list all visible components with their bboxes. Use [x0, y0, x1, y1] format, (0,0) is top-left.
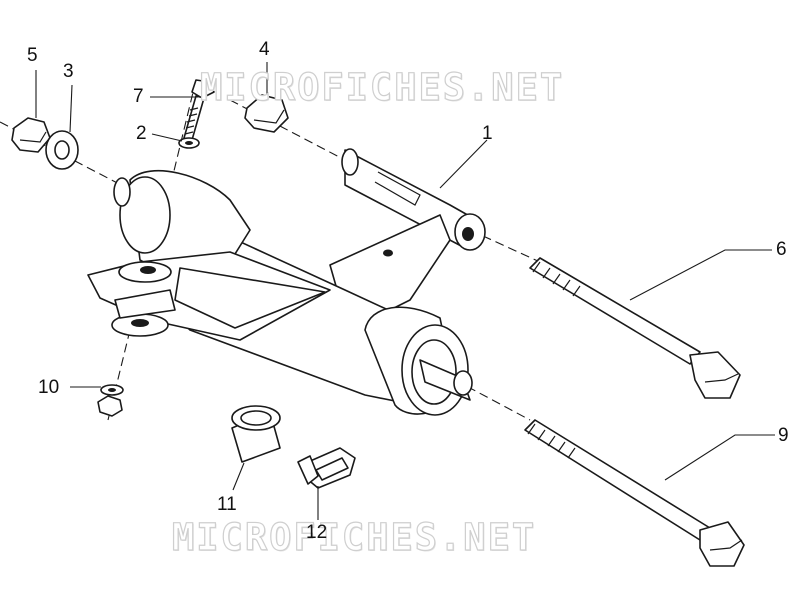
part-label-3: 3 — [63, 61, 74, 82]
part-label-9: 9 — [778, 425, 789, 446]
watermark-top: MICROFICHES.NET — [199, 65, 565, 109]
leader-lines — [35, 62, 775, 520]
bolt-9 — [524, 419, 745, 567]
washer-2 — [178, 137, 200, 149]
part-label-4: 4 — [259, 39, 270, 60]
clip-12 — [297, 447, 356, 489]
part-label-6: 6 — [776, 239, 787, 260]
swing-arm — [87, 148, 486, 416]
part-label-12: 12 — [306, 522, 328, 543]
part-label-2: 2 — [136, 123, 147, 144]
watermark-bottom: MICROFICHES.NET — [171, 515, 537, 559]
part-label-11: 11 — [217, 494, 237, 515]
part-label-10: 10 — [38, 377, 60, 398]
nut-4 — [244, 94, 289, 133]
part-label-1: 1 — [482, 123, 493, 144]
part-label-5: 5 — [27, 45, 38, 66]
nut-5 — [11, 117, 51, 153]
bushing-11 — [231, 405, 281, 463]
bolt-6 — [529, 257, 741, 399]
part-label-7: 7 — [133, 86, 144, 107]
nut-10 — [97, 384, 124, 417]
washer-3 — [45, 130, 79, 170]
